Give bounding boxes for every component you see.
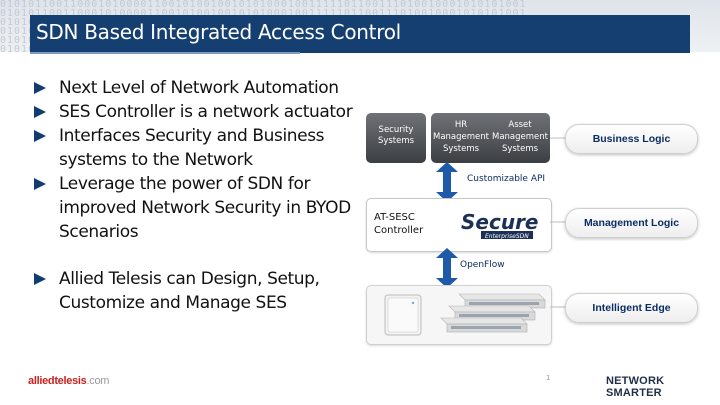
- bullet-text: Allied Telesis can Design, Setup, Custom…: [59, 269, 320, 313]
- bullet-item: Interfaces Security and Business systems…: [34, 124, 364, 172]
- title-underline: [30, 52, 300, 54]
- binary-row: 0101011001100010100001100101001001010100…: [0, 8, 527, 19]
- wireless-access-point-icon: [384, 294, 422, 336]
- intelligent-edge-pill: Intelligent Edge: [565, 293, 698, 323]
- brand-domain: .com: [86, 375, 110, 387]
- svg-text:Secure: Secure: [461, 210, 539, 234]
- bullet-item: Leverage the power of SDN for improved N…: [34, 172, 364, 244]
- security-systems-label: Security Systems: [377, 125, 415, 146]
- edge-devices-box: [366, 285, 552, 345]
- brand-name: alliedtelesis: [28, 375, 87, 387]
- bullet-item: SES Controller is a network actuator: [34, 100, 364, 124]
- tagline: NETWORK SMARTER: [606, 375, 665, 399]
- bullet-arrow-icon: [34, 82, 46, 94]
- page-number: 1: [546, 374, 551, 382]
- bullet-item: Next Level of Network Automation: [34, 76, 364, 100]
- controller-box: AT-SESC Controller Secure EnterpriseSDN: [366, 198, 552, 252]
- bullet-text: SES Controller is a network actuator: [59, 102, 353, 122]
- api-label: Customizable API: [467, 174, 546, 184]
- bullet-arrow-icon: [34, 178, 46, 190]
- business-logic-pill: Business Logic: [565, 124, 698, 154]
- bullet-arrow-icon: [34, 273, 46, 285]
- openflow-double-arrow-icon: [436, 248, 458, 288]
- bullet-text: Interfaces Security and Business systems…: [59, 126, 325, 170]
- allied-telesis-logo: alliedtelesis.com: [28, 375, 109, 387]
- binary-row: 0101011001100010100001100101001001010100…: [0, 0, 527, 10]
- api-double-arrow-icon: [436, 162, 458, 202]
- title-box: [30, 15, 690, 53]
- bullet-arrow-icon: [34, 106, 46, 118]
- controller-label: AT-SESC Controller: [374, 212, 424, 236]
- bullet-arrow-icon: [34, 130, 46, 142]
- hr-systems-label: HR Management Systems: [433, 120, 489, 154]
- business-systems-box: HR Management Systems Asset Management S…: [431, 113, 550, 163]
- network-switches-icon: [440, 293, 546, 333]
- bullet-text: Leverage the power of SDN for improved N…: [59, 174, 351, 242]
- layer-connectors: [550, 137, 566, 308]
- bullet-list: Next Level of Network Automation SES Con…: [34, 76, 364, 315]
- openflow-label: OpenFlow: [460, 260, 505, 270]
- svg-text:EnterpriseSDN: EnterpriseSDN: [485, 233, 529, 240]
- asset-systems-label: Asset Management Systems: [492, 120, 548, 154]
- security-systems-box: Security Systems: [366, 113, 426, 163]
- management-logic-pill: Management Logic: [565, 208, 698, 238]
- secure-sdn-logo-icon: Secure EnterpriseSDN: [459, 208, 539, 242]
- slide-title: SDN Based Integrated Access Control: [36, 20, 401, 44]
- bullet-text: Next Level of Network Automation: [59, 78, 339, 98]
- bullet-item: Allied Telesis can Design, Setup, Custom…: [34, 267, 364, 315]
